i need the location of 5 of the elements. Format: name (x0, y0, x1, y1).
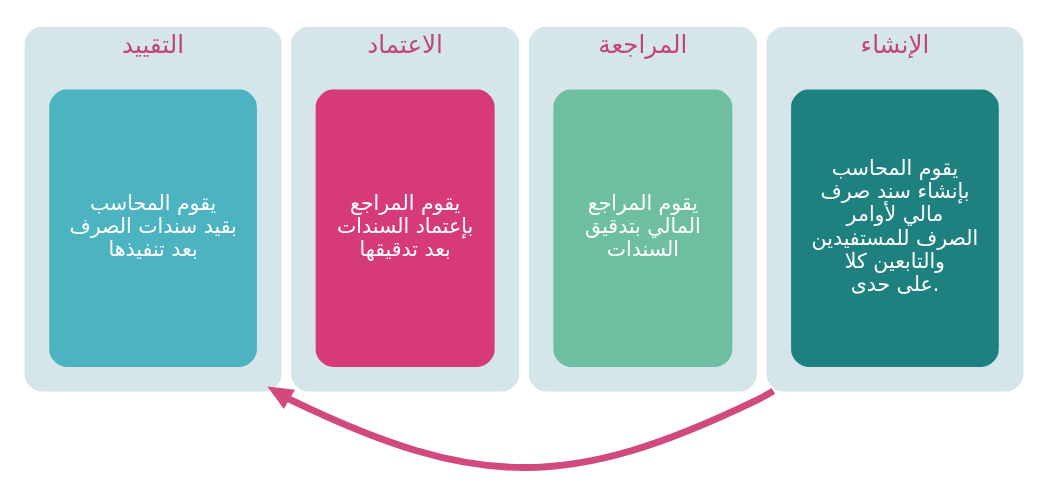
node-box: يقوم المراجع المالي بتدقيق السندات (553, 89, 733, 367)
node-box: يقوم المراجع بإعتماد السندات بعد تدقيقها (315, 89, 495, 367)
node-box: يقوم المحاسب بإنشاء سند صرف مالي لأوامر الصرف للمستفيدين والتابعين كلا على حدى. (791, 89, 999, 367)
node-box: يقوم المحاسب بقيد سندات الصرف بعد تنفيذها (49, 89, 257, 367)
arrow (267, 386, 776, 471)
